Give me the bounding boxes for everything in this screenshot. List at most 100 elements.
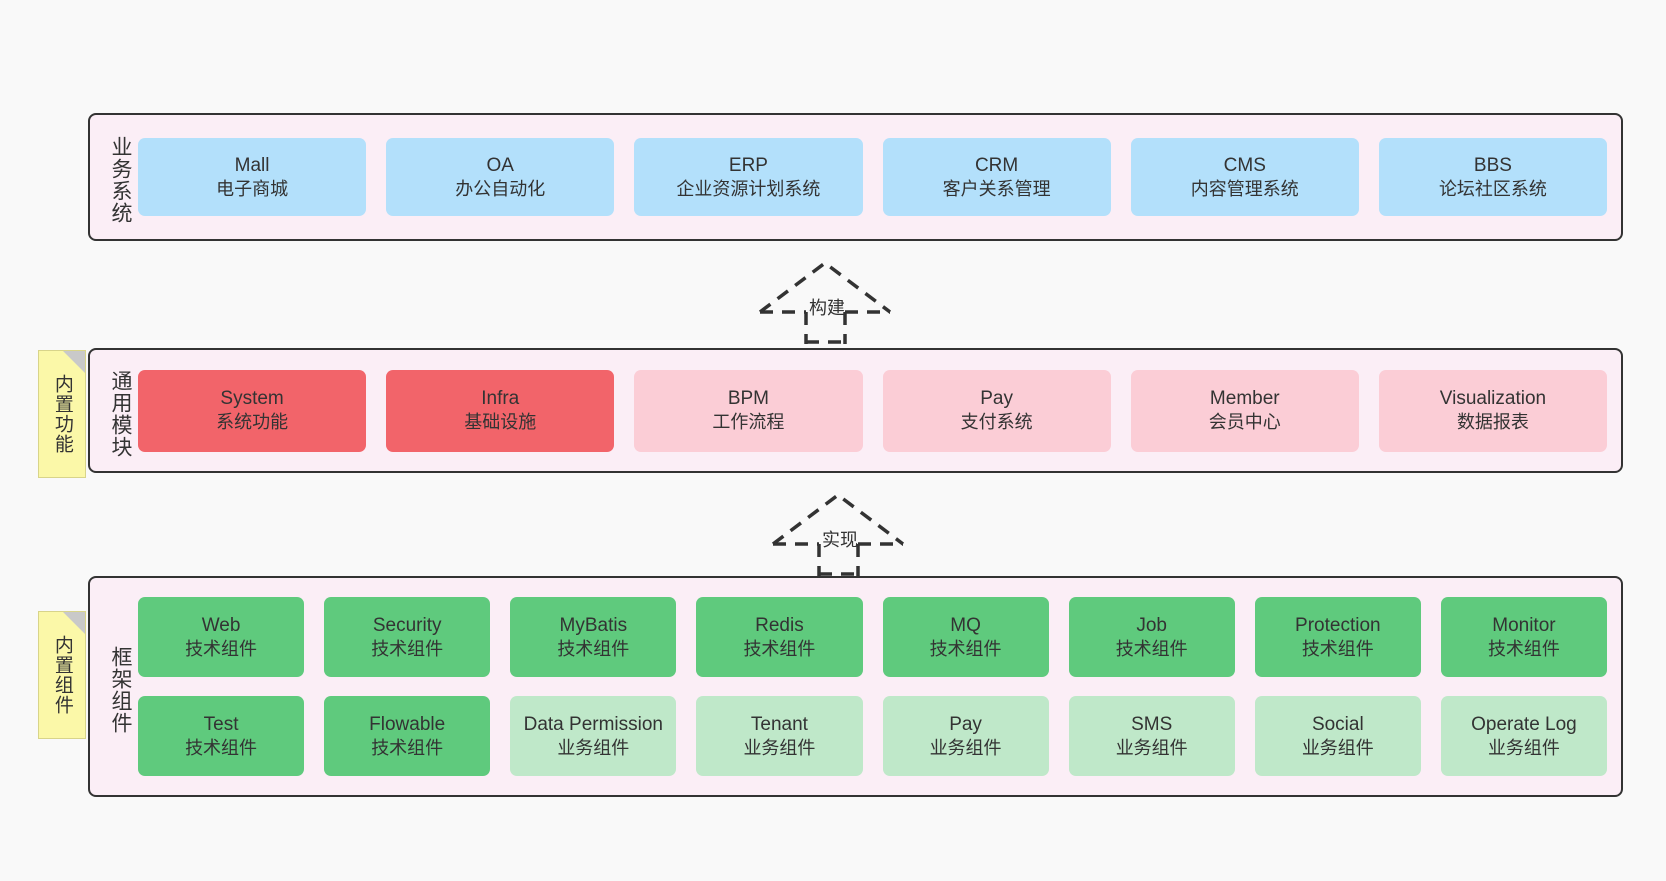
- node-monitor-title: Monitor: [1492, 614, 1556, 636]
- node-data-permission[interactable]: Data Permission 业务组件: [510, 696, 677, 776]
- node-flowable-sub: 技术组件: [371, 737, 444, 758]
- node-redis[interactable]: Redis 技术组件: [696, 597, 863, 677]
- node-web[interactable]: Web 技术组件: [138, 597, 305, 677]
- node-oa[interactable]: OA 办公自动化: [386, 138, 615, 216]
- node-sms[interactable]: SMS 业务组件: [1068, 696, 1235, 776]
- layer-common-module-body: System 系统功能 Infra 基础设施 BPM 工作流程 Pay 支付系统…: [132, 350, 1621, 471]
- node-infra[interactable]: Infra 基础设施: [386, 369, 615, 452]
- node-job-sub: 技术组件: [1115, 638, 1188, 659]
- framework-business-row: Test 技术组件 Flowable 技术组件 Data Permission …: [138, 696, 1607, 776]
- node-security-sub: 技术组件: [371, 638, 444, 659]
- node-data-permission-sub: 业务组件: [557, 737, 630, 758]
- node-cms-title: CMS: [1223, 154, 1266, 176]
- node-tenant-title: Tenant: [750, 713, 808, 735]
- node-member[interactable]: Member 会员中心: [1130, 369, 1359, 452]
- node-member-title: Member: [1209, 388, 1280, 410]
- node-system-title: System: [220, 388, 284, 410]
- node-member-sub: 会员中心: [1208, 412, 1281, 433]
- node-test[interactable]: Test 技术组件: [138, 696, 305, 776]
- node-security[interactable]: Security 技术组件: [324, 597, 491, 677]
- node-flowable[interactable]: Flowable 技术组件: [324, 696, 491, 776]
- connector-build-label: 构建: [809, 298, 845, 318]
- node-pay-module-sub: 支付系统: [960, 412, 1033, 433]
- node-cms[interactable]: CMS 内容管理系统: [1130, 138, 1359, 216]
- node-oa-sub: 办公自动化: [455, 178, 546, 199]
- node-visualization-title: Visualization: [1439, 388, 1547, 410]
- node-operate-log-sub: 业务组件: [1487, 737, 1560, 758]
- node-mq-sub: 技术组件: [929, 638, 1002, 659]
- node-mq-title: MQ: [950, 614, 981, 636]
- node-crm[interactable]: CRM 客户关系管理: [882, 138, 1111, 216]
- node-web-title: Web: [201, 614, 241, 636]
- node-social-sub: 业务组件: [1301, 737, 1374, 758]
- node-protection[interactable]: Protection 技术组件: [1254, 597, 1421, 677]
- node-flowable-title: Flowable: [369, 713, 446, 735]
- connector-build: 构建: [755, 258, 905, 344]
- node-cms-sub: 内容管理系统: [1190, 178, 1299, 199]
- node-job[interactable]: Job 技术组件: [1068, 597, 1235, 677]
- node-visualization-sub: 数据报表: [1456, 412, 1529, 433]
- node-bpm-sub: 工作流程: [712, 412, 785, 433]
- node-social-title: Social: [1311, 713, 1364, 735]
- note-builtin-features: 内置功能: [38, 350, 86, 478]
- node-infra-title: Infra: [481, 388, 520, 410]
- node-mybatis-title: MyBatis: [559, 614, 628, 636]
- note-builtin-components-label: 内置组件: [51, 635, 73, 715]
- node-pay-component-sub: 业务组件: [929, 737, 1002, 758]
- layer-framework-component: 框架组件 Web 技术组件 Security 技术组件 MyBatis 技术组件…: [88, 576, 1623, 797]
- node-protection-title: Protection: [1295, 614, 1381, 636]
- layer-common-module: 通用模块 System 系统功能 Infra 基础设施 BPM 工作流程 Pay…: [88, 348, 1623, 473]
- layer-business-system-title: 业务系统: [109, 136, 132, 224]
- node-pay-module[interactable]: Pay 支付系统: [882, 369, 1111, 452]
- node-monitor[interactable]: Monitor 技术组件: [1440, 597, 1607, 677]
- node-test-sub: 技术组件: [185, 737, 258, 758]
- node-web-sub: 技术组件: [185, 638, 258, 659]
- node-protection-sub: 技术组件: [1301, 638, 1374, 659]
- node-infra-sub: 基础设施: [464, 412, 537, 433]
- node-pay-component[interactable]: Pay 业务组件: [882, 696, 1049, 776]
- node-bbs-sub: 论坛社区系统: [1438, 178, 1547, 199]
- common-node-row: System 系统功能 Infra 基础设施 BPM 工作流程 Pay 支付系统…: [138, 369, 1608, 452]
- node-system-sub: 系统功能: [216, 412, 289, 433]
- node-bbs-title: BBS: [1473, 154, 1512, 176]
- node-sms-title: SMS: [1131, 713, 1173, 735]
- note-builtin-components: 内置组件: [38, 611, 86, 739]
- node-mybatis[interactable]: MyBatis 技术组件: [510, 597, 677, 677]
- node-social[interactable]: Social 业务组件: [1254, 696, 1421, 776]
- node-erp-sub: 企业资源计划系统: [676, 178, 821, 199]
- connector-implement-label: 实现: [822, 530, 858, 550]
- node-bpm[interactable]: BPM 工作流程: [634, 369, 863, 452]
- node-mq[interactable]: MQ 技术组件: [882, 597, 1049, 677]
- node-data-permission-title: Data Permission: [523, 713, 663, 735]
- node-operate-log[interactable]: Operate Log 业务组件: [1440, 696, 1607, 776]
- node-erp[interactable]: ERP 企业资源计划系统: [634, 138, 863, 216]
- node-system[interactable]: System 系统功能: [138, 369, 367, 452]
- note-builtin-features-label: 内置功能: [51, 374, 73, 454]
- node-tenant-sub: 业务组件: [743, 737, 816, 758]
- layer-common-module-title: 通用模块: [109, 369, 132, 458]
- connector-implement: 实现: [768, 490, 918, 576]
- node-security-title: Security: [372, 614, 442, 636]
- framework-tech-row: Web 技术组件 Security 技术组件 MyBatis 技术组件 Redi…: [138, 597, 1607, 677]
- node-job-title: Job: [1136, 614, 1167, 636]
- layer-framework-component-body: Web 技术组件 Security 技术组件 MyBatis 技术组件 Redi…: [132, 578, 1621, 795]
- node-operate-log-title: Operate Log: [1471, 713, 1577, 735]
- node-bbs[interactable]: BBS 论坛社区系统: [1378, 138, 1608, 216]
- node-monitor-sub: 技术组件: [1487, 638, 1560, 659]
- node-visualization[interactable]: Visualization 数据报表: [1378, 369, 1608, 452]
- note-fold-corner-icon: [63, 351, 85, 373]
- node-crm-title: CRM: [974, 154, 1019, 176]
- node-mall-sub: 电子商城: [216, 178, 289, 199]
- node-bpm-title: BPM: [727, 388, 770, 410]
- note-fold-corner-icon: [63, 612, 85, 634]
- node-mall[interactable]: Mall 电子商城: [138, 138, 367, 216]
- node-erp-title: ERP: [728, 154, 768, 176]
- node-mybatis-sub: 技术组件: [557, 638, 630, 659]
- layer-business-system: 业务系统 Mall 电子商城 OA 办公自动化 ERP 企业资源计划系统 CRM…: [88, 113, 1623, 241]
- connector-implement-arrow-icon: [771, 492, 905, 576]
- node-test-title: Test: [203, 713, 239, 735]
- business-node-row: Mall 电子商城 OA 办公自动化 ERP 企业资源计划系统 CRM 客户关系…: [138, 138, 1608, 216]
- layer-business-system-body: Mall 电子商城 OA 办公自动化 ERP 企业资源计划系统 CRM 客户关系…: [132, 115, 1621, 239]
- node-tenant[interactable]: Tenant 业务组件: [696, 696, 863, 776]
